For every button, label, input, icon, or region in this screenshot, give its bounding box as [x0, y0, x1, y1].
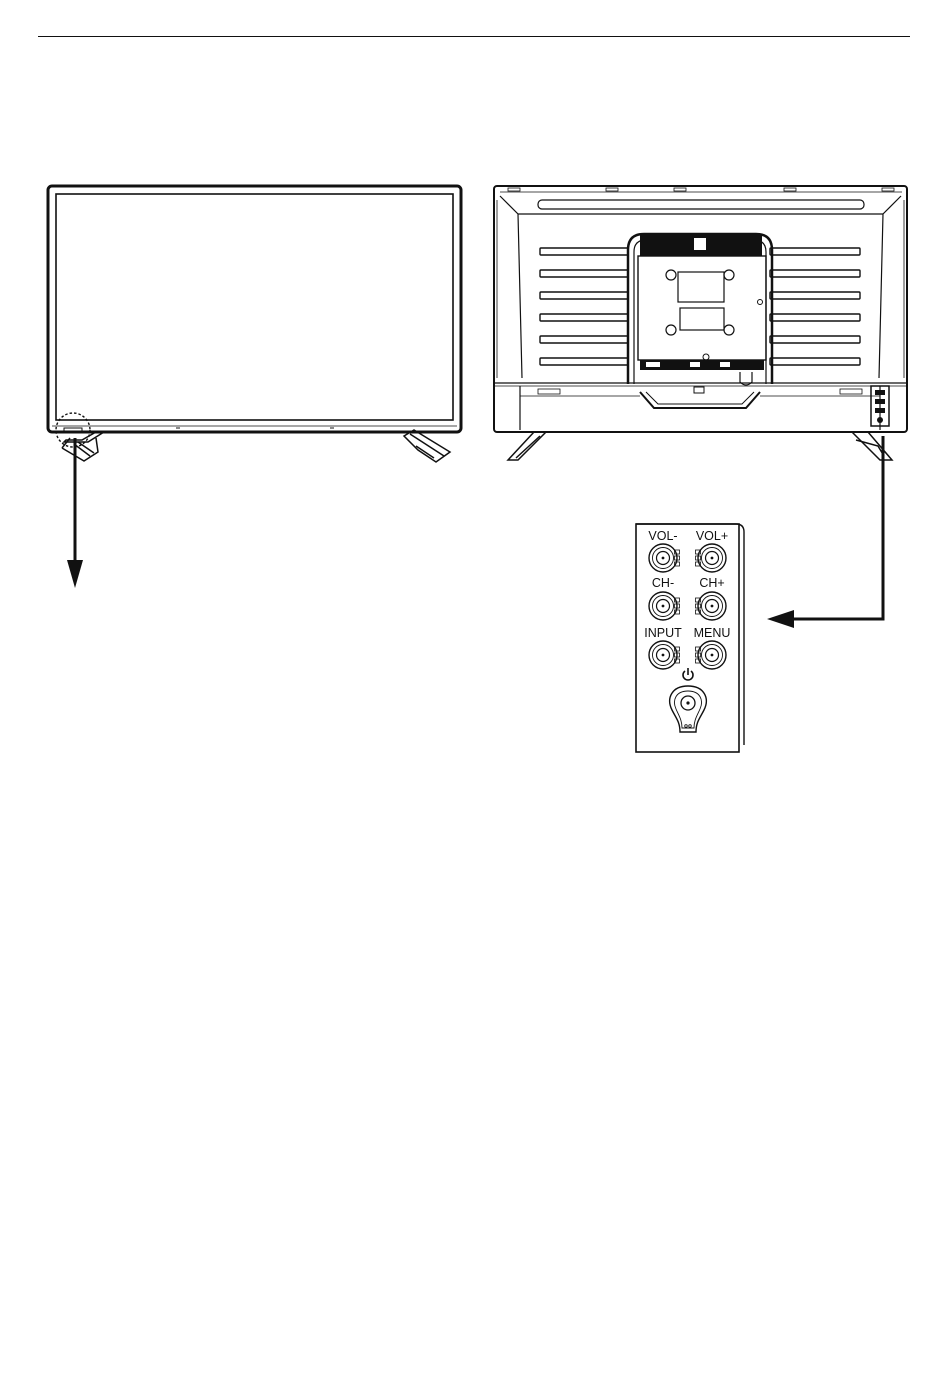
ch-minus-label: CH-: [652, 576, 674, 590]
tv-diagram: VOL- VOL+ CH- CH+ INPUT MENU: [0, 0, 950, 780]
back-vents-left: [540, 248, 628, 365]
ch-plus-label: CH+: [699, 576, 724, 590]
down-arrow-head: [67, 560, 83, 588]
side-arrow-head: [767, 610, 794, 628]
back-stand-right: [852, 432, 892, 460]
tv-front-view: [48, 186, 461, 588]
vol-minus-button[interactable]: VOL-: [648, 529, 679, 572]
ch-minus-button[interactable]: CH-: [649, 576, 680, 620]
vol-plus-label: VOL+: [696, 529, 728, 543]
input-label: INPUT: [644, 626, 682, 640]
front-stand-left: [62, 432, 104, 461]
vol-plus-button[interactable]: VOL+: [696, 529, 729, 572]
ch-plus-button[interactable]: CH+: [696, 576, 727, 620]
power-button[interactable]: [670, 668, 707, 732]
side-arrow-line: [792, 436, 883, 619]
input-button[interactable]: INPUT: [644, 626, 682, 669]
back-vents-right: [770, 248, 860, 365]
menu-label: MENU: [694, 626, 731, 640]
back-mount-panel: [628, 234, 772, 393]
menu-button[interactable]: MENU: [694, 626, 731, 669]
button-panel-detail: VOL- VOL+ CH- CH+ INPUT MENU: [636, 524, 744, 752]
vol-minus-label: VOL-: [648, 529, 677, 543]
back-stand-left: [508, 432, 546, 460]
front-stand-right: [404, 430, 450, 462]
